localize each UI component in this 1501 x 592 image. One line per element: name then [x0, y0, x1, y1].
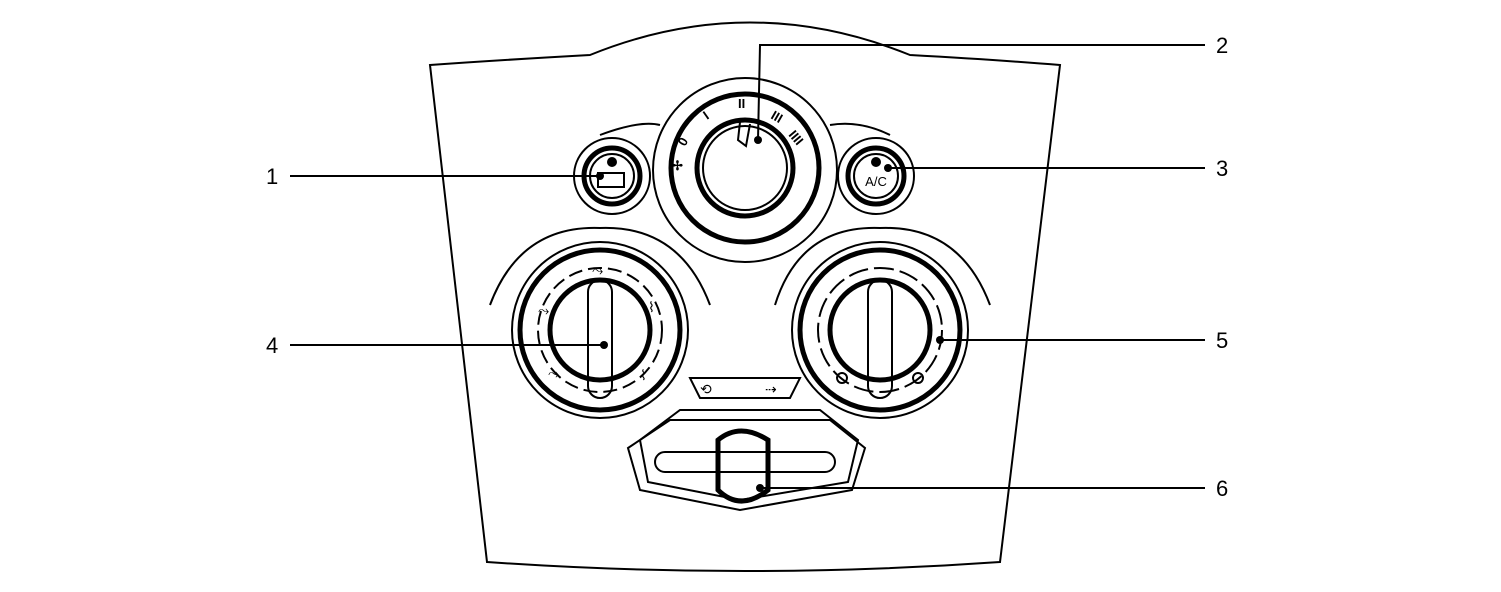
- panel-contour: [599, 122, 661, 136]
- fan-speed-2: II: [738, 96, 745, 111]
- temperature-knob[interactable]: [774, 226, 991, 419]
- callout-5: 5: [936, 328, 1228, 353]
- callout-4: 4: [266, 333, 608, 358]
- rear-defrost-icon: [597, 172, 625, 188]
- panel-contour: [829, 122, 891, 136]
- svg-text:3: 3: [1216, 156, 1228, 181]
- svg-text:1: 1: [266, 164, 278, 189]
- fan-speed-knob[interactable]: 0 I II III IIII ✢: [652, 77, 838, 263]
- svg-text:2: 2: [1216, 33, 1228, 58]
- callout-2: 2: [754, 33, 1228, 144]
- fan-speed-1: I: [700, 108, 712, 122]
- fresh-air-icon: ⇢: [765, 381, 777, 397]
- ac-button[interactable]: A/C: [837, 137, 915, 215]
- svg-text:4: 4: [266, 333, 278, 358]
- callout-3: 3: [884, 156, 1228, 181]
- callout-6: 6: [756, 476, 1228, 501]
- panel-outline: [428, 21, 1062, 572]
- face-vent-icon: ⤳: [592, 262, 603, 278]
- fan-icon: ✢: [672, 158, 683, 173]
- recirculation-icon: ⟲: [700, 381, 712, 397]
- svg-text:5: 5: [1216, 328, 1228, 353]
- fan-speed-3: III: [769, 108, 786, 126]
- defrost-icon: ⌇: [640, 367, 647, 383]
- svg-text:6: 6: [1216, 476, 1228, 501]
- air-intake-lever[interactable]: ⟲ ⇢: [626, 377, 867, 512]
- foot-icon: ⤳: [548, 365, 559, 381]
- fan-speed-0: 0: [675, 135, 692, 149]
- air-distribution-knob[interactable]: ⤳ ⤳ ⤳ ⌇ ⌇: [489, 226, 711, 419]
- ac-label: A/C: [865, 174, 887, 189]
- callout-1: 1: [266, 164, 604, 189]
- bi-level-icon: ⤳: [538, 302, 549, 318]
- defrost-foot-icon: ⌇: [648, 299, 655, 315]
